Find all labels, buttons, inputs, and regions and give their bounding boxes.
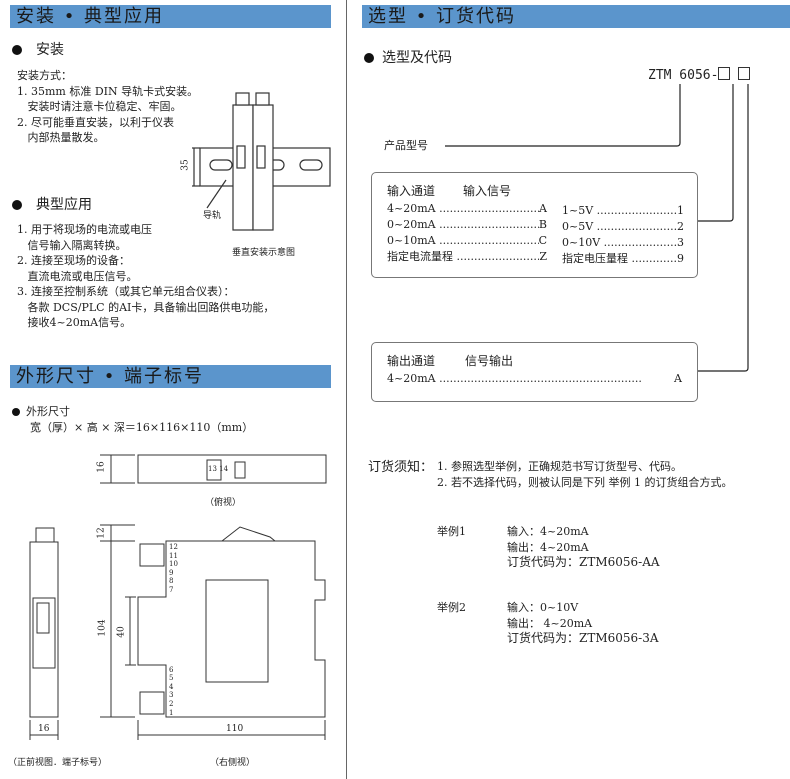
- dot-leader: ..............................: [596, 220, 677, 233]
- dot-leader: ..............................: [456, 250, 539, 263]
- dimension-formula: 宽（厚）× 高 × 深＝16×116×110（mm）: [30, 421, 254, 434]
- input-voltage-list: 1~5V ..............................1 0~5…: [562, 203, 684, 267]
- side-view-caption: （右侧视）: [210, 758, 256, 768]
- section-header-dimensions: 外形尺寸 • 端子标号: [10, 365, 331, 388]
- notice-title: 订货须知：: [368, 460, 434, 475]
- dot-leader: ..............................: [435, 234, 539, 247]
- mount-caption: 垂直安装示意图: [232, 248, 296, 258]
- install-text: 安装方式： 1. 35mm 标准 DIN 导轨卡式安装。 安装时请注意卡位稳定、…: [17, 69, 199, 144]
- input-code-box: 输入通道输入信号 4~20mA ........................…: [371, 172, 698, 278]
- section-header-ordering: 选型 • 订货代码: [362, 5, 790, 28]
- code-slot-input: [718, 67, 731, 80]
- dot-leader: ..............................: [603, 236, 677, 249]
- mounting-diagram: [192, 92, 331, 231]
- dot-leader: ..............................: [435, 218, 539, 231]
- section-header-install: 安装 • 典型应用: [10, 5, 331, 28]
- top-view-terminals: 13 14: [208, 465, 229, 473]
- model-label: 产品型号: [384, 139, 428, 152]
- dot-leader: ..............................: [631, 252, 677, 265]
- output-list: 4~20mA .................................…: [387, 371, 682, 387]
- bullet-icon: [12, 45, 22, 55]
- list-item: 0~5V ..............................2: [562, 220, 684, 233]
- bullet-icon: [12, 200, 22, 210]
- rail-label: 导轨: [203, 211, 222, 221]
- list-item: 4~20mA ..............................A: [387, 202, 547, 215]
- install-title: 安装: [12, 39, 64, 59]
- list-item: 0~10V ..............................3: [562, 236, 684, 249]
- application-title: 典型应用: [12, 194, 92, 214]
- example-2: 举例2 输入：0~10V 输出： 4~20mA 订货代码为：ZTM6056-3A: [437, 601, 659, 645]
- selection-title: 选型及代码: [364, 47, 452, 67]
- list-item: 0~10mA ..............................C: [387, 234, 547, 247]
- model-code: ZTM 6056-: [648, 67, 751, 83]
- dimension-drawings: [29, 454, 327, 740]
- notice-text: 1. 参照选型举例，正确规范书写订货型号、代码。 2. 若不选择代码，则被认同是…: [437, 460, 733, 489]
- code-slot-output: [738, 67, 751, 80]
- top-view-caption: （俯视）: [205, 498, 242, 508]
- list-item: 指定电压量程 ..............................9: [562, 252, 684, 265]
- list-item: 指定电流量程 ..............................Z: [387, 250, 547, 263]
- output-box-titles: 输出通道信号输出: [387, 354, 514, 368]
- output-code-box: 输出通道信号输出 4~20mA ........................…: [371, 342, 698, 402]
- front-view-caption: （正前视图．端子标号）: [8, 758, 108, 768]
- bullet-icon: [12, 408, 20, 416]
- input-current-list: 4~20mA ..............................A 0…: [387, 201, 547, 265]
- dot-leader: ..............................: [435, 202, 540, 215]
- list-item: 1~5V ..............................1: [562, 204, 684, 217]
- column-divider: [346, 0, 347, 779]
- terminal-numbers: 12 11 10 9 8 7 6 5 4 3 2 1: [169, 543, 178, 717]
- dimension-title: 外形尺寸: [12, 404, 70, 420]
- list-item: 0~20mA ..............................B: [387, 218, 547, 231]
- list-item: 4~20mA .................................…: [387, 372, 682, 385]
- side-dim-depth: 110: [226, 724, 244, 734]
- input-box-titles: 输入通道输入信号: [387, 184, 512, 198]
- front-view-dim: 16: [38, 724, 50, 734]
- example-1: 举例1 输入：4~20mA 输出：4~20mA 订货代码为：ZTM6056-AA: [437, 525, 660, 569]
- bullet-icon: [364, 53, 374, 63]
- application-text: 1. 用于将现场的电流或电压 信号输入隔离转换。 2. 连接至现场的设备： 直流…: [17, 223, 275, 329]
- dot-leader: ........................................…: [435, 372, 642, 385]
- dot-leader: ..............................: [596, 204, 677, 217]
